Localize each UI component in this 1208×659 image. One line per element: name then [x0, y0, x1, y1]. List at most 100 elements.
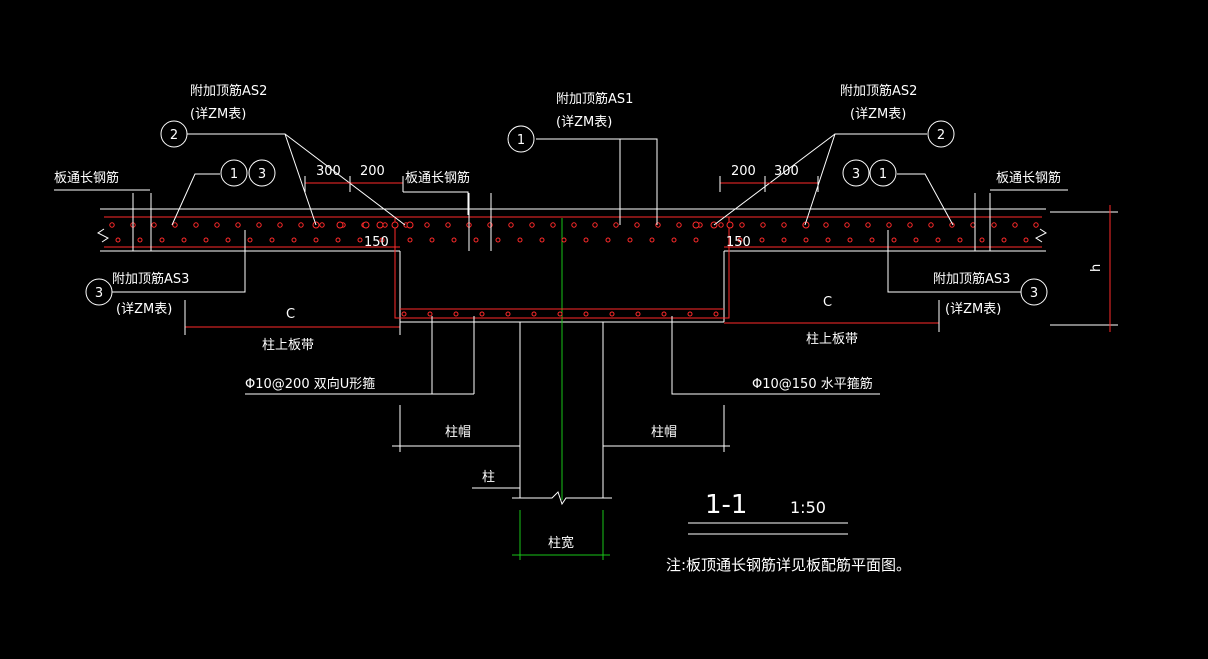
rebar-dot [109, 222, 115, 228]
rebar-dot [1033, 222, 1039, 228]
rebar-dot [401, 311, 407, 317]
bubble-2-right: 2 [937, 128, 945, 143]
dim-left-150: 150 [364, 235, 389, 250]
rebar-dot [539, 237, 545, 243]
rebar-dot [676, 222, 682, 228]
rebar-dot [592, 222, 598, 228]
rebar-dot [781, 237, 787, 243]
rebar-dot [159, 237, 165, 243]
as3-left-title: 附加顶筋AS3 [112, 271, 189, 287]
rebar-dot [869, 237, 875, 243]
c-right-label: C [823, 295, 832, 310]
rebar-dot [571, 222, 577, 228]
rebar-dot [928, 222, 934, 228]
h-label: h [1089, 264, 1104, 272]
u-stirrup-label: Φ10@200 双向U形箍 [245, 376, 375, 392]
rebar-dot [825, 237, 831, 243]
cap-right-label: 柱帽 [651, 424, 677, 440]
rebar-dot [605, 237, 611, 243]
as2-left-ref: (详ZM表) [190, 107, 246, 122]
rebar-dot [427, 311, 433, 317]
rebar-dot [451, 237, 457, 243]
rebar-dot [1001, 237, 1007, 243]
rebar-dot [313, 237, 319, 243]
rebar-dot [291, 237, 297, 243]
rebar-dot [726, 221, 734, 229]
rebar-dot [391, 221, 399, 229]
rebar-dot [718, 222, 724, 228]
rebar-dot [957, 237, 963, 243]
as2-right-title: 附加顶筋AS2 [840, 83, 917, 99]
as1-ref: (详ZM表) [556, 115, 612, 130]
column-strip-right-label: 柱上板带 [806, 332, 858, 347]
section-title: 1-1 [705, 490, 747, 520]
slab-outline [97, 208, 1047, 506]
as3-left-ref: (详ZM表) [116, 302, 172, 317]
rebar-dot [739, 222, 745, 228]
as1-title: 附加顶筋AS1 [556, 91, 633, 107]
rebar-dot [891, 237, 897, 243]
rebar-dot [1012, 222, 1018, 228]
rebar-dot [247, 237, 253, 243]
bubble-3-left: 3 [258, 167, 266, 182]
rebar-dot [487, 222, 493, 228]
rebar-dot [277, 222, 283, 228]
rebar-dot [235, 222, 241, 228]
rebar-dot [453, 311, 459, 317]
rebar-dot [407, 237, 413, 243]
rebar-dot [759, 237, 765, 243]
bubble-3-right-bottom: 3 [1030, 286, 1038, 301]
rebar-dot [335, 237, 341, 243]
rebar-dot [649, 237, 655, 243]
rebar-dot [298, 222, 304, 228]
rebar-dot [445, 222, 451, 228]
rebar-dot [655, 222, 661, 228]
rebar-dot [269, 237, 275, 243]
rebar-dots [109, 221, 1039, 317]
rebar-dot [473, 237, 479, 243]
bubble-3-right: 3 [852, 167, 860, 182]
rebar-dot [627, 237, 633, 243]
rebar-dot [979, 237, 985, 243]
rebar-dot [429, 237, 435, 243]
rebar-dot [531, 311, 537, 317]
rebar-dot [203, 237, 209, 243]
rebar-dot [865, 222, 871, 228]
rebar-dot [529, 222, 535, 228]
rebar-dot [583, 311, 589, 317]
bubble-2-left: 2 [170, 128, 178, 143]
section-scale: 1:50 [790, 498, 826, 517]
rebar-dot [151, 222, 157, 228]
bubble-1-left: 1 [230, 167, 238, 182]
rebar-dot [256, 222, 262, 228]
rebar-dot [214, 222, 220, 228]
rebar-lines [104, 181, 1042, 319]
slab-long-left-label: 板通长钢筋 [54, 170, 119, 186]
bubble-1-right: 1 [879, 167, 887, 182]
as2-left-title: 附加顶筋AS2 [190, 83, 267, 99]
rebar-dot [991, 222, 997, 228]
slab-long-mid-label: 板通长钢筋 [405, 170, 470, 186]
rebar-dot [406, 221, 414, 229]
rebar-dot [357, 237, 363, 243]
dim-left-200: 200 [360, 164, 385, 179]
rebar-dot [671, 237, 677, 243]
as2-right-ref: (详ZM表) [850, 107, 906, 122]
bubble-1-mid: 1 [517, 133, 525, 148]
column-axis [512, 218, 610, 560]
rebar-dot [424, 222, 430, 228]
column-width-label: 柱宽 [548, 535, 574, 551]
rebar-dot [225, 237, 231, 243]
dim-right-200: 200 [731, 164, 756, 179]
rebar-dot [907, 222, 913, 228]
rebar-dot [635, 311, 641, 317]
rebar-dot [557, 311, 563, 317]
rebar-dot [737, 237, 743, 243]
column-strip-left-label: 柱上板带 [262, 338, 314, 353]
bar-extent-lines [132, 193, 991, 293]
title-block [688, 522, 848, 535]
callout-bubbles [85, 120, 1048, 306]
rebar-dot [517, 237, 523, 243]
dim-right-150: 150 [726, 235, 751, 250]
